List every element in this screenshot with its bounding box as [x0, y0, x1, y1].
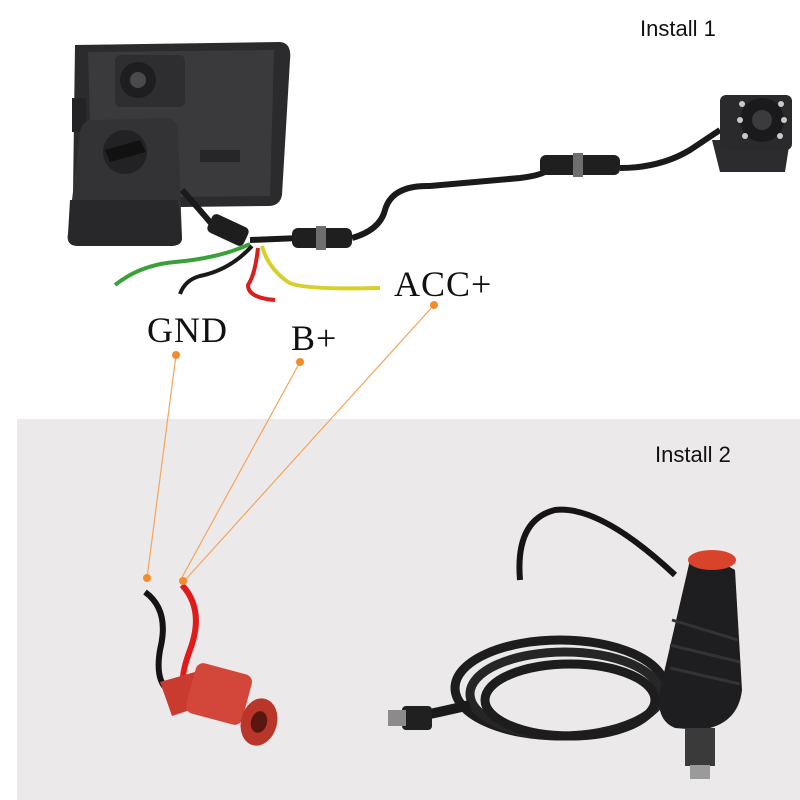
leader-lines — [143, 301, 438, 585]
install-2-title: Install 2 — [655, 442, 731, 467]
install-1-title: Install 1 — [640, 16, 716, 41]
gnd-label: GND — [147, 310, 228, 350]
cable-connector-1 — [292, 226, 352, 250]
bplus-label: B+ — [291, 318, 338, 358]
backup-camera — [712, 95, 792, 172]
accplus-label: ACC+ — [394, 264, 493, 304]
accplus-dot — [430, 301, 438, 309]
red-wire-dot — [179, 577, 187, 585]
install-2-panel — [17, 419, 800, 800]
gnd-dot — [172, 351, 180, 359]
power-wires — [113, 242, 381, 302]
monitor — [67, 42, 291, 246]
cable-connector-2 — [540, 153, 620, 177]
dc-female-connector — [143, 582, 278, 746]
bplus-dot — [296, 358, 304, 366]
black-wire-dot — [143, 574, 151, 582]
cigarette-lighter-plug — [388, 506, 742, 779]
